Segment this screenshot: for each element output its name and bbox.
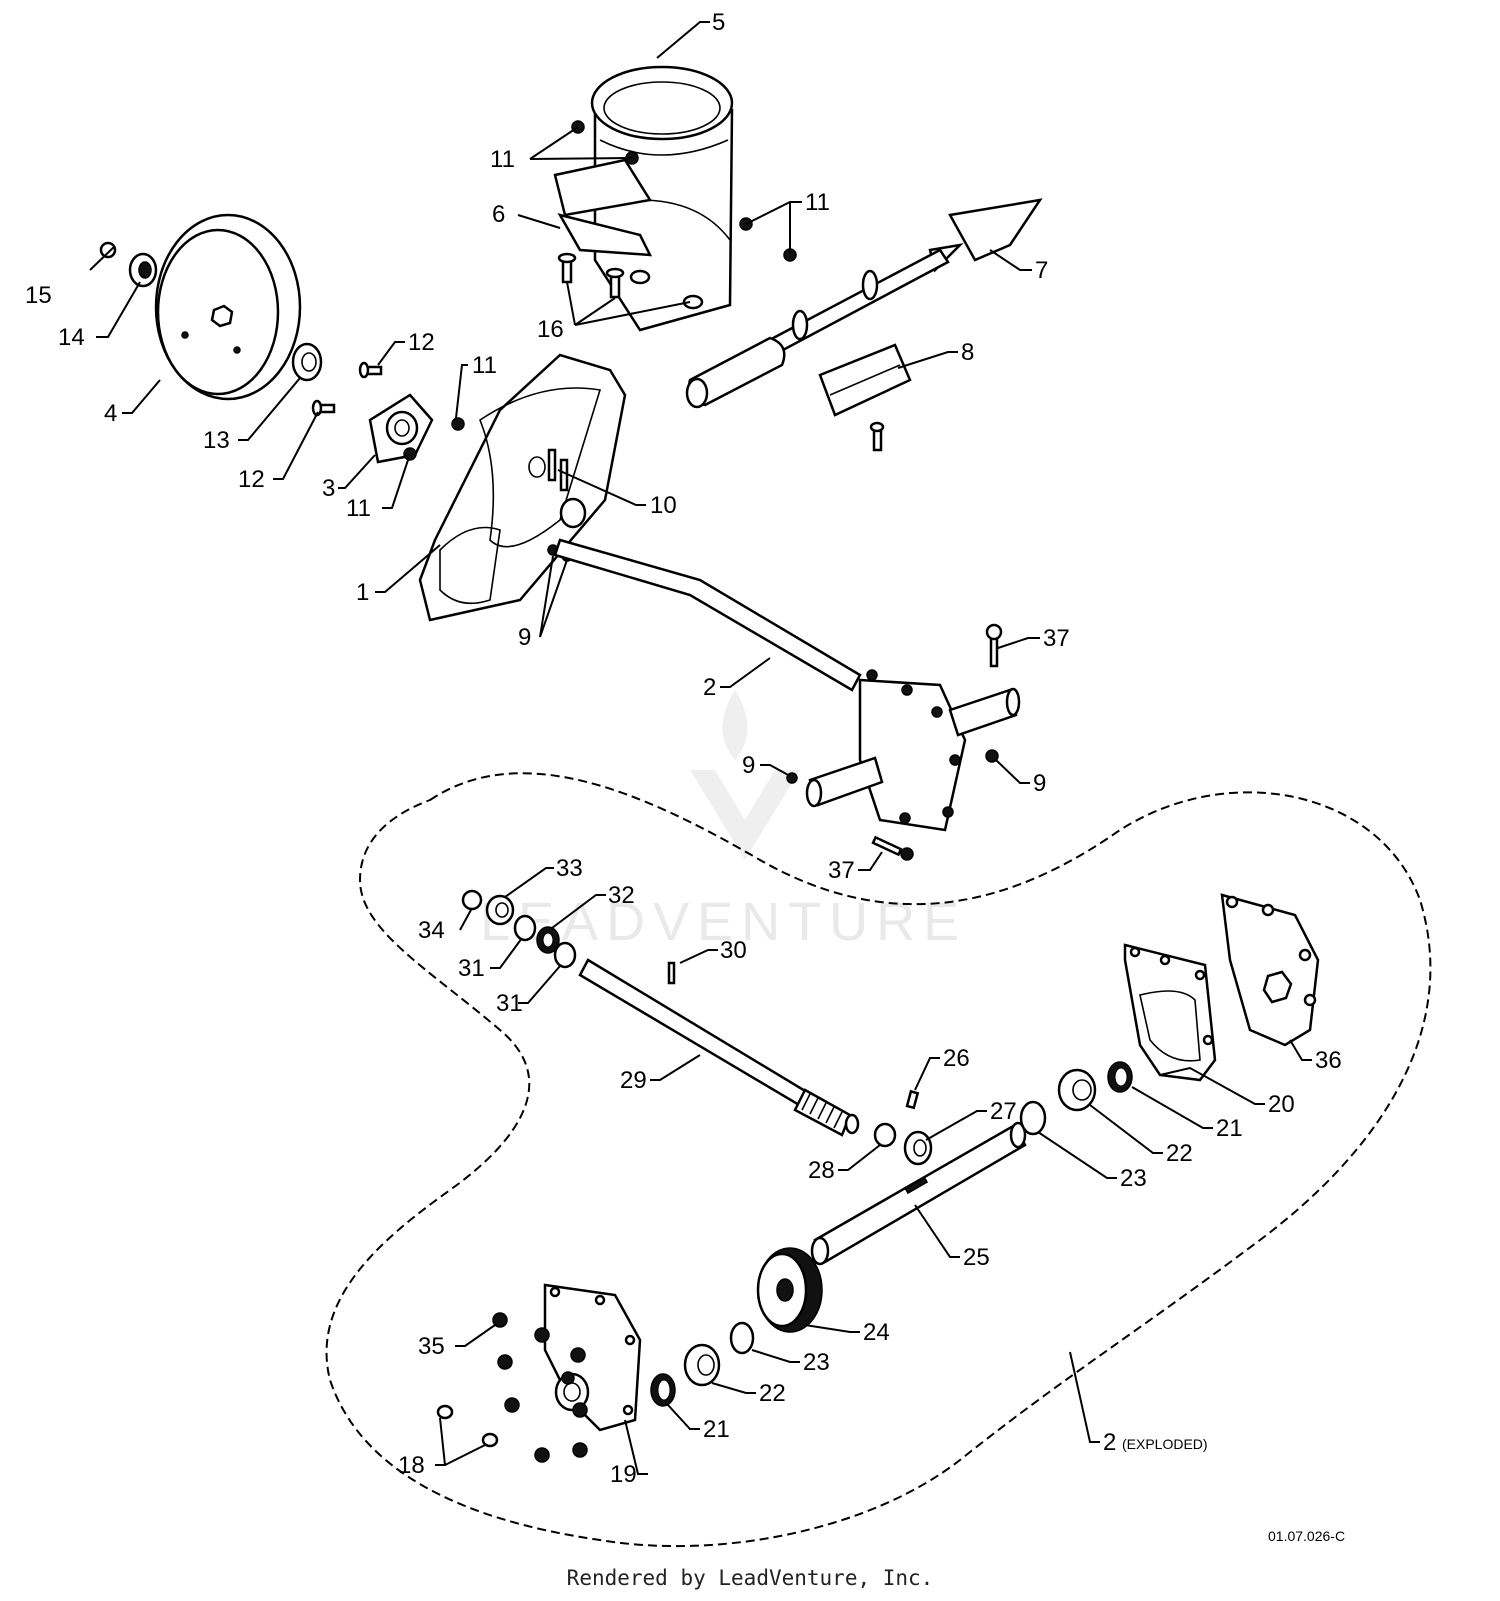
callout-30: 30 — [720, 937, 747, 964]
callout-32: 32 — [608, 882, 635, 909]
callout-20: 20 — [1268, 1091, 1295, 1118]
nut-part-11-housing — [451, 417, 465, 431]
callout-26: 26 — [943, 1045, 970, 1072]
callout-21-b: 21 — [703, 1416, 730, 1443]
callout-10: 10 — [650, 492, 677, 519]
gearbox-housing-part-19 — [543, 1283, 642, 1432]
screw-part-17 — [869, 421, 885, 452]
callout-23-a: 23 — [1120, 1165, 1147, 1192]
callout-29: 29 — [620, 1067, 647, 1094]
callout-23-b: 23 — [803, 1349, 830, 1376]
seal-part-32 — [536, 926, 560, 954]
callout-1: 1 — [356, 579, 369, 606]
output-shaft-part-25 — [810, 1121, 1027, 1266]
callout-37-a: 37 — [1043, 625, 1070, 652]
worm-gear-part-24 — [756, 1247, 823, 1333]
nut-part-15 — [99, 241, 117, 259]
callout-9-a: 9 — [518, 624, 531, 651]
callout-35: 35 — [418, 1333, 445, 1360]
bearing-flange-part-3 — [368, 393, 434, 464]
washer-part-14 — [128, 252, 158, 288]
callout-31-b: 31 — [496, 990, 523, 1017]
callout-25: 25 — [963, 1244, 990, 1271]
pulley-part-4 — [154, 213, 302, 401]
washer-part-23-upper — [1019, 1100, 1047, 1136]
exploded-note: (EXPLODED) — [1122, 1436, 1208, 1452]
gearbox-cover-part-36 — [1220, 893, 1320, 1047]
callout-9-b: 9 — [742, 752, 755, 779]
auger-gearbox-part-2 — [553, 538, 1021, 832]
callout-31-a: 31 — [458, 955, 485, 982]
callout-2-exploded: 2 — [1103, 1429, 1116, 1456]
callout-11-d: 11 — [472, 352, 497, 379]
callout-13: 13 — [203, 427, 230, 454]
callout-24: 24 — [863, 1319, 890, 1346]
callout-11-c: 11 — [346, 495, 371, 522]
washer-part-23-lower — [729, 1321, 755, 1355]
chute-crank-part-7 — [685, 198, 1043, 409]
callout-labels: 5 11 6 11 7 8 16 15 14 4 13 12 12 3 11 1… — [25, 9, 1345, 1544]
callout-7: 7 — [1035, 257, 1048, 284]
callout-19: 19 — [610, 1461, 637, 1488]
callout-33: 33 — [556, 855, 583, 882]
worm-shaft-part-29 — [578, 958, 860, 1137]
callout-28: 28 — [808, 1157, 835, 1184]
callout-27: 27 — [990, 1098, 1017, 1125]
exploded-view-outline — [325, 772, 1432, 1548]
callout-34: 34 — [418, 917, 445, 944]
rendered-by-footer: Rendered by LeadVenture, Inc. — [566, 1566, 934, 1590]
washer-part-28 — [873, 1122, 897, 1148]
leader-lines — [89, 21, 1312, 1475]
callout-16: 16 — [537, 316, 564, 343]
callout-22-b: 22 — [759, 1380, 786, 1407]
figure-code: 01.07.026-C — [1268, 1528, 1345, 1544]
washer-part-34 — [461, 889, 483, 911]
bolts-part-37 — [871, 623, 1003, 861]
callout-21-a: 21 — [1216, 1115, 1243, 1142]
bolts-part-16 — [557, 252, 704, 310]
callout-15: 15 — [25, 282, 52, 309]
bushing-part-33 — [485, 894, 515, 926]
crank-bracket-part-8 — [818, 343, 912, 417]
gasket-part-20 — [1123, 943, 1217, 1082]
callout-22-a: 22 — [1166, 1140, 1193, 1167]
callout-9-c: 9 — [1033, 770, 1046, 797]
callout-5: 5 — [712, 9, 725, 36]
screws-part-35 — [492, 1312, 588, 1463]
bushing-part-22-upper — [1057, 1068, 1097, 1112]
callout-4: 4 — [104, 400, 117, 427]
key-part-26 — [905, 1089, 920, 1110]
nut-part-9-right — [985, 749, 999, 763]
callout-2: 2 — [703, 674, 716, 701]
auger-housing-part-1 — [418, 353, 627, 622]
bushing-part-22-lower — [683, 1343, 721, 1387]
callout-14: 14 — [58, 324, 85, 351]
callout-8: 8 — [961, 339, 974, 366]
nut-part-11-lower — [403, 447, 417, 461]
washer-part-31-upper — [513, 914, 537, 942]
plugs-part-18 — [436, 1404, 499, 1448]
bolts-part-12 — [311, 361, 383, 417]
gear-part-27 — [903, 1130, 933, 1166]
callout-6: 6 — [492, 201, 505, 228]
chute-bracket-part-6 — [553, 158, 653, 257]
seal-part-21-upper — [1107, 1061, 1133, 1093]
callout-12-b: 12 — [238, 466, 265, 493]
seal-part-21-lower — [650, 1373, 676, 1407]
washer-part-31-lower — [553, 941, 577, 969]
pin-part-30 — [667, 961, 676, 985]
callout-36: 36 — [1315, 1047, 1342, 1074]
callout-12-a: 12 — [408, 329, 435, 356]
callout-18: 18 — [398, 1452, 425, 1479]
hub-part-13 — [291, 342, 323, 382]
callout-11-b: 11 — [805, 189, 830, 216]
callout-37-b: 37 — [828, 857, 855, 884]
callout-3: 3 — [322, 475, 335, 502]
callout-11-a: 11 — [490, 146, 515, 173]
